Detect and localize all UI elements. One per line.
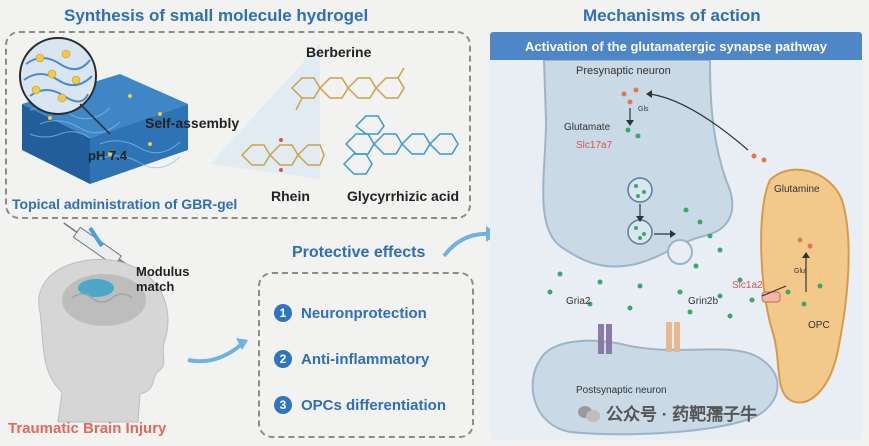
glutamine-label: Glutamine [774,184,820,195]
tbi-label: Traumatic Brain Injury [8,420,167,437]
glul-label: Glul [794,268,807,275]
effect-number: 1 [274,304,292,322]
synapse-diagram [531,60,850,436]
synthesis-heading: Synthesis of small molecule hydrogel [64,6,369,25]
topical-administration-label: Topical administration of GBR-gel [12,196,238,212]
modulus-match-label: Modulus match [136,264,190,294]
opc-label: OPC [808,320,830,331]
effects-box: 1 Neuronprotection 2 Anti-inflammatory 3… [258,272,474,438]
protective-effects-title: Protective effects [292,244,426,261]
rhein-label: Rhein [271,188,310,204]
rhein-structure [240,138,325,172]
self-assembly-label: Self-assembly [145,115,240,131]
gria2-label: Gria2 [566,296,591,307]
presynaptic-label: Presynaptic neuron [576,65,671,77]
effect-label: OPCs differentiation [301,396,447,414]
postsynaptic-label: Postsynaptic neuron [576,385,667,396]
effect-number: 2 [274,350,292,368]
effect-item-neuronprotection: 1 Neuronprotection [274,304,427,322]
watermark: 公众号 · 药靶孺子牛 [578,400,757,425]
mechanisms-heading: Mechanisms of action [583,6,761,25]
effect-number: 3 [274,396,292,414]
glycyrrhizic-acid-structure [342,115,459,175]
slc17a7-label: Slc17a7 [576,140,613,151]
wechat-icon [578,404,600,422]
effect-label: Anti-inflammatory [301,350,430,368]
grin2b-label: Grin2b [688,296,719,307]
mechanism-panel: Activation of the glutamatergic synapse … [490,32,862,440]
watermark-text: 公众号 · 药靶孺子牛 [606,405,758,424]
effect-label: Neuronprotection [301,304,427,322]
effect-item-opcs-differentiation: 3 OPCs differentiation [274,396,446,414]
berberine-label: Berberine [306,44,372,60]
glutamate-label: Glutamate [564,122,611,133]
gls-label: Gls [638,106,649,113]
synthesis-box [5,31,471,219]
berberine-structure [290,67,405,111]
hydrogel-illustration [19,37,188,184]
slc1a2-label: Slc1a2 [732,280,763,291]
head-illustration [38,222,169,423]
effect-item-anti-inflammatory: 2 Anti-inflammatory [274,350,429,368]
arrow-to-effects [187,338,248,364]
mechanism-banner: Activation of the glutamatergic synapse … [490,32,862,60]
ph-label: pH 7.4 [88,148,128,163]
glycyrrhizic-acid-label: Glycyrrhizic acid [347,188,460,204]
